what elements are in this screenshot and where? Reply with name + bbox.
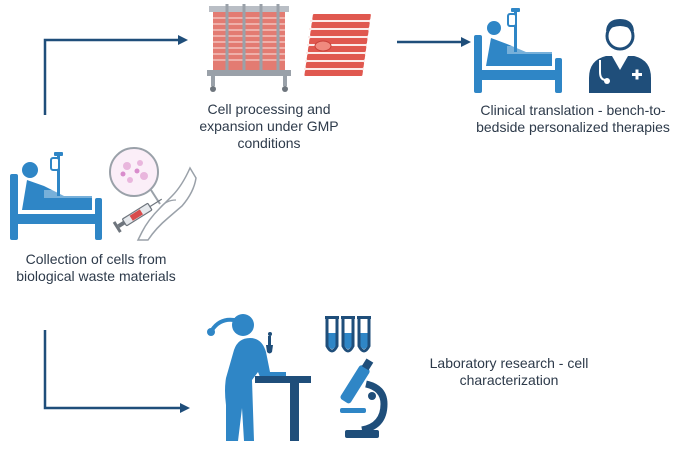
collection-label-line1: Collection of cells from [25,251,167,267]
collection-label: Collection of cells from biological wast… [0,251,192,285]
bioreactor-icon [207,4,291,92]
hospital-bed-patient-icon-collection [10,152,102,240]
lab-desk [255,376,311,441]
collection-label-line2: biological waste materials [16,268,176,284]
clinical-label-line2: bedside personalized therapies [476,119,670,135]
arrow-collection-to-lab [43,330,190,413]
scientist-icon [207,314,286,441]
hospital-bed-patient-icon-clinical [474,8,562,93]
lab-label-line2: characterization [459,372,559,388]
cells-magnifier-icon [109,147,161,205]
lab-label-line1: Laboratory research - cell [429,355,589,371]
hand-syringe-icon [112,166,197,241]
lab-label: Laboratory research - cell characterizat… [428,355,590,389]
test-tubes-icon [325,316,371,353]
processing-label-line1: Cell processing and [207,101,331,117]
arrow-collection-to-processing [43,35,188,115]
processing-label-line3: conditions [237,135,301,151]
clinical-label-line1: Clinical translation - bench-to- [480,102,666,118]
clinical-label: Clinical translation - bench-to- bedside… [462,102,684,136]
microscope-icon [340,358,388,438]
cell-culture-flask-stack-icon [304,14,371,76]
processing-label: Cell processing and expansion under GMP … [192,101,346,152]
processing-label-line2: expansion under GMP [199,118,339,134]
doctor-icon [589,19,651,93]
